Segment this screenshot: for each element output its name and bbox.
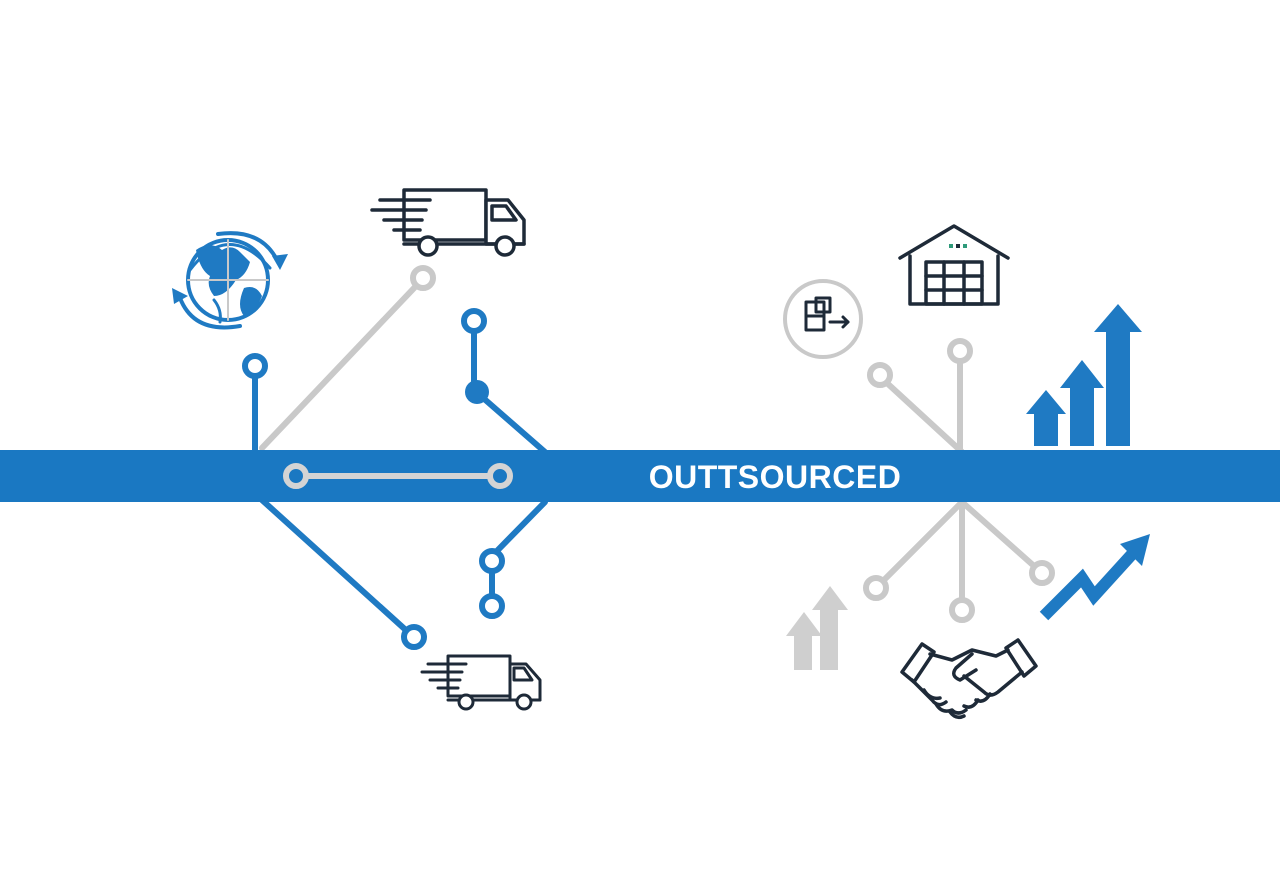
node-truck-top [410, 265, 436, 291]
node-upper-right-joint [465, 380, 489, 404]
band-inner-connector [283, 463, 513, 489]
band-label: OUTTSOURCED [649, 459, 902, 495]
band-node-left [283, 463, 309, 489]
delivery-truck-icon [370, 188, 526, 257]
small-up-arrows-icon [786, 586, 848, 670]
node-truck-bottom [401, 624, 427, 650]
left-nodes [242, 265, 505, 650]
delivery-truck-small-icon [420, 654, 542, 711]
left-gray-connectors [259, 283, 419, 451]
blue-branch-lower-left [259, 497, 411, 635]
band-node-right [487, 463, 513, 489]
node-globe [242, 353, 268, 379]
node-right-up-left [867, 362, 893, 388]
node-lower-right-b [479, 593, 505, 619]
growth-line-icon [1039, 534, 1150, 621]
gray-branch-to-truck [259, 283, 419, 451]
node-upper-right-top [461, 308, 487, 334]
boxes-transfer-icon [783, 279, 863, 359]
node-right-down-left [863, 575, 889, 601]
gray-branch-down-left [881, 499, 965, 583]
node-right-down-right [1029, 560, 1055, 586]
main-band [0, 450, 1280, 502]
right-gray-connectors [881, 357, 1037, 603]
warehouse-icon [898, 224, 1010, 306]
gray-branch-down-right [959, 499, 1037, 569]
node-lower-right-a [479, 548, 505, 574]
node-right-up [947, 338, 973, 364]
node-right-down [949, 597, 975, 623]
globe-refresh-icon [172, 231, 288, 330]
growth-bars-icon [1026, 304, 1142, 446]
right-nodes [863, 338, 1055, 623]
gray-branch-up-left [885, 381, 965, 455]
handshake-icon [900, 638, 1038, 720]
